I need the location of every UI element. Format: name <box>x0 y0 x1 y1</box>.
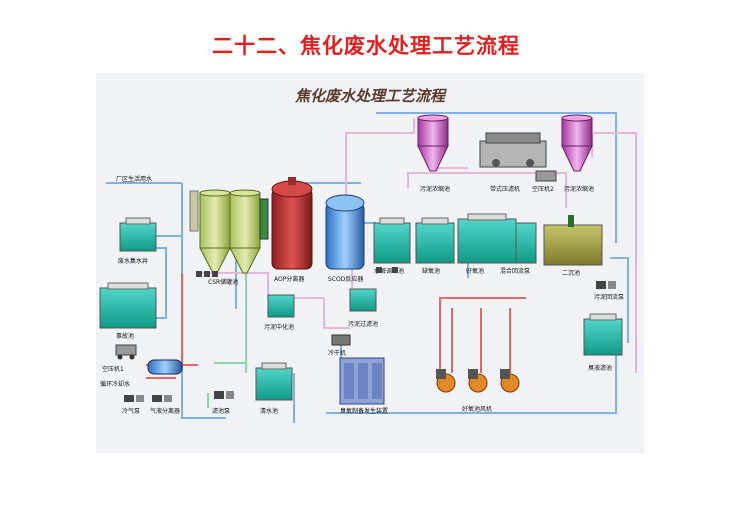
label-gas-separator: 气液分离器 <box>150 407 180 415</box>
label-sludge-filter: 污泥过滤池 <box>348 320 378 328</box>
blowers <box>436 369 520 393</box>
filter-pump <box>214 391 234 399</box>
cold-gas-pump <box>124 395 144 402</box>
label-hydrolysis: 水解调节池 <box>374 267 404 275</box>
process-diagram: 焦化废水处理工艺流程 <box>96 73 644 453</box>
label-cold-water: 循环冷却水 <box>100 380 130 388</box>
label-sludge-return: 污泥回流泵 <box>594 293 624 301</box>
mix-return-tank <box>515 222 537 264</box>
heat-exchanger <box>147 359 183 375</box>
label-sludge-dewater: 污泥中化池 <box>264 323 294 331</box>
diagram-title: 焦化废水处理工艺流程 <box>295 87 447 105</box>
label-air-comp-2: 空压机2 <box>532 185 554 193</box>
label-scod-tank: SCOD反应器 <box>328 275 363 283</box>
sludge-thickener-1 <box>417 114 449 172</box>
pipes <box>106 112 637 423</box>
gas-separator <box>152 395 172 402</box>
label-ozone-gen: 臭氧制备发生装置 <box>340 407 388 415</box>
sludge-dewater <box>267 294 295 318</box>
aerobic-tank <box>457 213 517 264</box>
clear-water-pool <box>255 362 293 401</box>
final-filter <box>583 313 623 356</box>
label-sludge-thick: 污泥浓缩池 <box>420 185 450 193</box>
label-accident-pool: 事故池 <box>116 332 134 340</box>
aop-tank <box>271 177 313 270</box>
ozone-generator <box>339 357 385 405</box>
label-cooler: 冷干机 <box>328 349 346 357</box>
label-anoxic: 缺氧池 <box>422 267 440 275</box>
label-sludge-thick-2: 污泥浓缩池 <box>564 185 594 193</box>
csr-tank <box>189 189 269 274</box>
waste-pool <box>119 217 157 252</box>
sludge-return-pump <box>596 281 616 289</box>
air-compressor-1 <box>115 344 137 360</box>
label-final-filter: 臭液滤池 <box>588 364 612 372</box>
label-factory-water: 厂区生活用水 <box>116 175 152 183</box>
label-waste-pool: 废水集水井 <box>118 257 148 265</box>
belt-press <box>479 132 547 168</box>
label-belt-press: 带式压滤机 <box>490 185 520 193</box>
label-mix-return: 混合回流泵 <box>500 267 530 275</box>
label-aop-tank: AOP分离器 <box>274 275 304 283</box>
label-csr-tank: CSR储罐池 <box>208 278 238 286</box>
accident-pool <box>99 282 157 329</box>
label-cold-gas: 冷气泵 <box>122 407 140 415</box>
secondary-clarifier <box>543 215 603 266</box>
air-compressor-2 <box>535 170 557 182</box>
label-filter-pump: 滤池泵 <box>212 407 230 415</box>
cooler <box>331 334 351 346</box>
label-aerobic: 好氧池 <box>466 267 484 275</box>
hydrolysis-tank <box>373 217 411 264</box>
anoxic-tank <box>415 217 455 264</box>
label-secondary: 二沉池 <box>562 269 580 277</box>
sludge-thickener-2 <box>561 114 593 172</box>
sludge-filter <box>349 288 377 312</box>
label-air-comp-1: 空压机1 <box>102 365 124 373</box>
pumps <box>196 267 398 277</box>
label-clear-pool: 清水池 <box>260 407 278 415</box>
label-blowers: 好氧池风机 <box>462 405 492 413</box>
page-title: 二十二、焦化废水处理工艺流程 <box>212 34 520 58</box>
scod-tank <box>325 194 365 270</box>
